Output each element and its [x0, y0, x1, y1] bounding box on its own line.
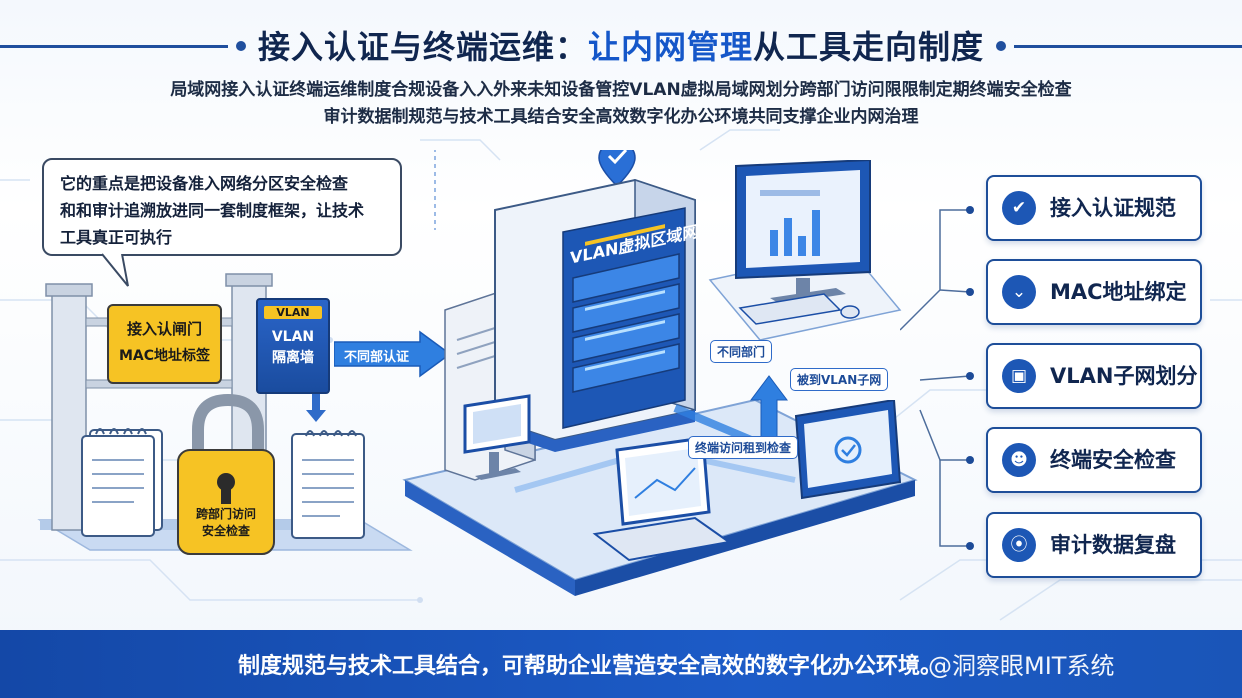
lock-label-line-1: 跨部门访问 [195, 507, 256, 521]
vlan-subnet-label: 被到VLAN子网 [790, 368, 889, 391]
bubble-line-3: 工具真正可执行 [60, 228, 173, 247]
footer-banner: 制度规范与技术工具结合，可帮助企业营造安全高效的数字化办公环境。 @洞察眼MIT… [0, 630, 1242, 698]
vlan-tag: VLAN [264, 306, 322, 319]
card-connectors [900, 206, 974, 550]
card-vlan-subnet: ▣ VLAN子网划分 [986, 343, 1202, 409]
bubble-text: 它的重点是把设备准入网络分区安全检查 和和审计追溯放进同一套制度框架，让技术 工… [60, 170, 390, 251]
vlan-sign-line-1: VLAN [271, 329, 315, 345]
mouse-icon [840, 305, 860, 319]
card-audit-review: ⦿ 审计数据复盘 [986, 512, 1202, 578]
laptop-icon [592, 436, 732, 562]
card-mac-binding: ⌄ MAC地址绑定 [986, 259, 1202, 325]
chevron-down-icon: ⌄ [1002, 275, 1036, 309]
card-audit-review-label: 审计数据复盘 [1050, 533, 1176, 557]
location-pin-icon: ⦿ [1002, 528, 1036, 562]
footer-banner-text: 制度规范与技术工具结合，可帮助企业营造安全高效的数字化办公环境。 [238, 654, 943, 679]
down-arrow-icon [306, 390, 326, 422]
watermark: @洞察眼MIT系统 [928, 652, 1115, 680]
lock-label: 跨部门访问 安全检查 [180, 506, 272, 540]
page-title: 接入认证与终端运维：让内网管理从工具走向制度 [250, 22, 992, 68]
network-illustration [402, 150, 918, 596]
bubble-tail [101, 252, 129, 287]
bubble-line-2: 和和审计追溯放进同一套制度框架，让技术 [60, 201, 365, 220]
vlan-sign-line-2: 隔离墙 [272, 350, 314, 366]
card-access-auth-label: 接入认证规范 [1050, 196, 1176, 220]
security-monitor-illustration [794, 400, 902, 500]
title-part-3: 从工具走向制度 [753, 28, 985, 66]
notepad-right-icon [291, 430, 365, 539]
keyboard-icon [738, 293, 842, 325]
gate-sign-line-1: 接入认闸门 [126, 320, 202, 338]
title-dot-left [236, 41, 246, 51]
network-icon: ▣ [1002, 359, 1036, 393]
card-terminal-check-label: 终端安全检查 [1050, 448, 1176, 472]
title-part-highlight: 让内网管理 [587, 28, 753, 66]
title-part-1: 接入认证与终端运维： [257, 28, 588, 66]
gate-sign: 接入认闸门 MAC地址标签 [107, 304, 222, 384]
dept-label: 不同部门 [710, 340, 773, 363]
notepad-left-icon [81, 428, 163, 537]
workstation-illustration [708, 160, 902, 341]
user-shield-icon: ☻ [1002, 443, 1036, 477]
title-dot-right [996, 41, 1006, 51]
gate-illustration [37, 273, 413, 555]
card-access-auth: ✔ 接入认证规范 [986, 175, 1202, 241]
lock-label-line-2: 安全检查 [201, 524, 250, 538]
bubble-line-1: 它的重点是把设备准入网络分区安全检查 [60, 174, 349, 193]
desktop-monitor-icon [463, 394, 531, 480]
subtitle-line-2: 审计数据制规范与技术工具结合安全高效数字化办公环境共同支撑企业内网治理 [323, 107, 919, 127]
title-rule-right [1014, 45, 1242, 48]
padlock-icon [177, 393, 275, 555]
auth-flow-arrow [334, 330, 452, 378]
card-vlan-subnet-label: VLAN子网划分 [1050, 364, 1198, 388]
terminal-check-label: 终端访问租到检查 [688, 436, 799, 459]
card-terminal-check: ☻ 终端安全检查 [986, 427, 1202, 493]
vlan-isolation-wall: VLAN VLAN 隔离墙 [256, 298, 330, 394]
arrow-label: 不同部认证 [344, 350, 410, 365]
subtitle-line-1: 局域网接入认证终端运维制度合规设备入入外来未知设备管控VLAN虚拟局域网划分跨部… [170, 80, 1072, 100]
gate-sign-line-2: MAC地址标签 [118, 348, 211, 364]
card-mac-binding-label: MAC地址绑定 [1050, 280, 1187, 304]
check-shield-icon: ✔ [1002, 191, 1036, 225]
speech-bubble: 它的重点是把设备准入网络分区安全检查 和和审计追溯放进同一套制度框架，让技术 工… [42, 158, 402, 256]
title-rule-left [0, 45, 228, 48]
